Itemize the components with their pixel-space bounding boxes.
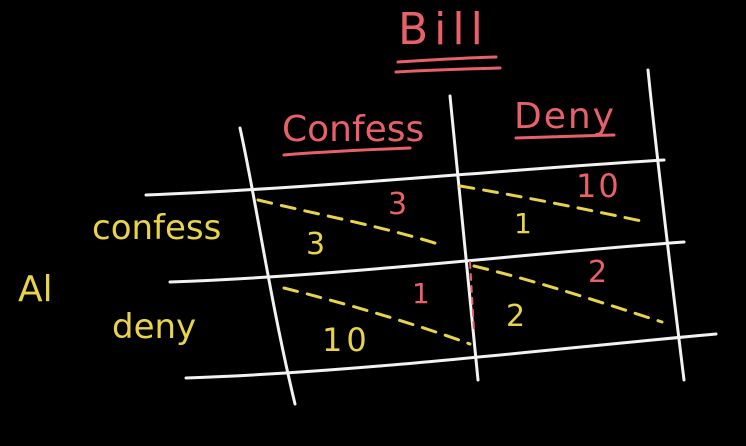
payoff-al-confess-deny: 1 [514, 207, 532, 240]
row-header-confess: confess [92, 208, 222, 248]
column-player-name: Bill [398, 4, 489, 55]
bill-underline-1 [396, 55, 498, 64]
cell-diagonal-deny-confess [282, 286, 472, 346]
grid-horizontal-bottom [184, 332, 718, 380]
confess-underline [282, 146, 412, 157]
row-header-deny: deny [112, 307, 197, 347]
grid-vertical-right [646, 68, 686, 382]
payoff-bill-deny-confess: 1 [412, 277, 430, 310]
grid-horizontal-middle [168, 240, 686, 284]
cell-diagonal-deny-deny [472, 264, 664, 324]
cell-diagonal-confess-deny [458, 184, 648, 224]
payoff-bill-confess-confess: 3 [388, 187, 408, 222]
payoff-al-deny-confess: 10 [322, 321, 371, 359]
cell-diagonal-confess-confess [256, 198, 446, 248]
row-player-name: Al [18, 269, 53, 310]
grid-vertical-left [238, 126, 297, 406]
deny-underline [514, 133, 616, 140]
column-header-deny: Deny [514, 96, 616, 137]
bill-underline-2 [394, 66, 502, 74]
grid-horizontal-top [144, 158, 666, 197]
grid-vertical-middle [448, 94, 480, 382]
payoff-bill-confess-deny: 10 [576, 167, 621, 205]
payoff-bill-deny-deny: 2 [588, 255, 608, 290]
cell-vertical-dash-deny-deny [469, 261, 475, 331]
column-header-confess: Confess [282, 109, 425, 150]
payoff-al-deny-deny: 2 [506, 299, 526, 334]
payoff-al-confess-confess: 3 [306, 227, 326, 262]
